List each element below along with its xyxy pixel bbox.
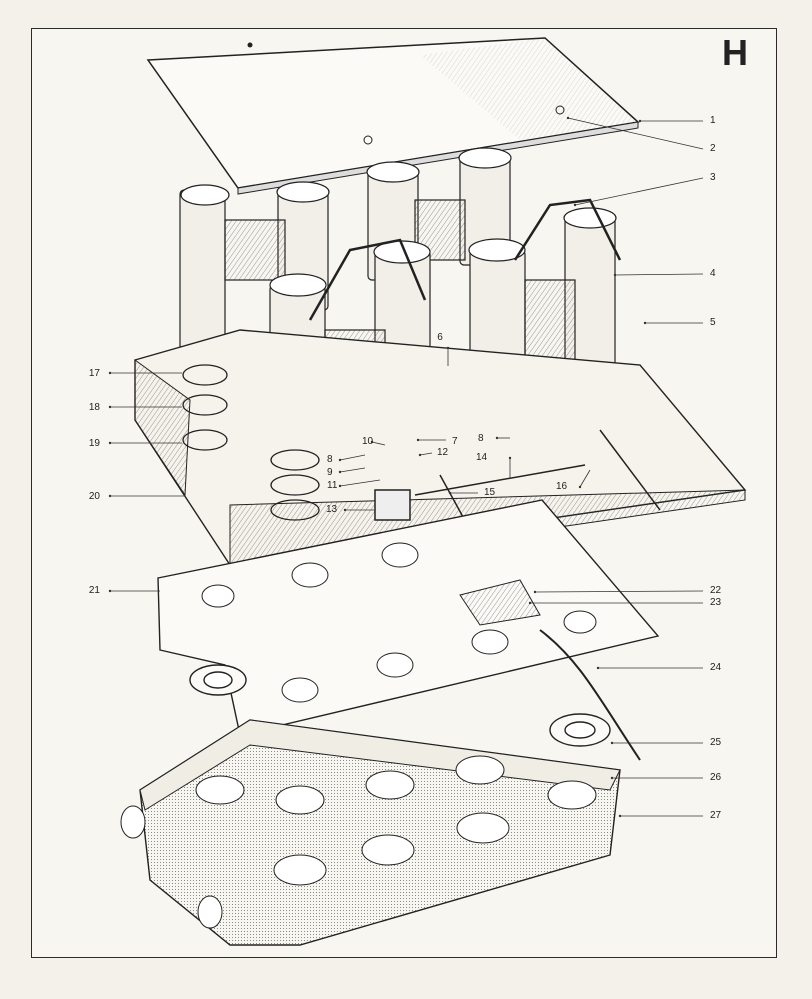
callout-leader-tip: [108, 494, 112, 498]
callout-number: 7: [452, 436, 458, 447]
callout-leader-tip: [338, 470, 342, 474]
callout-leader-tip: [338, 458, 342, 462]
callout-number: 2: [710, 143, 716, 154]
callout-number: 18: [89, 402, 101, 413]
callout-number: 3: [710, 172, 716, 183]
callout-leader-tip: [338, 484, 342, 488]
callout-leader-tip: [495, 436, 499, 440]
callout-leader-tip: [618, 814, 622, 818]
callout-leader-tip: [370, 440, 374, 444]
callout-leader-tip: [533, 590, 537, 594]
callout-leader-tip: [528, 601, 532, 605]
callout-leader-tip: [613, 273, 617, 277]
callout-leader-tip: [108, 405, 112, 409]
callout-leader-tip: [573, 203, 577, 207]
callout-leader-tip: [610, 776, 614, 780]
callout-leader-line: [339, 467, 366, 473]
callout-leader-tip: [638, 119, 642, 123]
callout-number: 19: [89, 438, 101, 449]
callout-leader-tip: [108, 371, 112, 375]
callout-leader-tip: [508, 456, 512, 460]
callout-number: 14: [476, 452, 488, 463]
callout-number: 9: [327, 467, 333, 478]
callout-leader-tip: [416, 438, 420, 442]
callout-number: 5: [710, 317, 716, 328]
callout-leader-tip: [448, 491, 452, 495]
callout-number: 26: [710, 772, 722, 783]
callout-number: 12: [437, 447, 449, 458]
throttle-linkage: [374, 429, 661, 549]
callout-number: 13: [326, 504, 338, 515]
callout-number: 6: [437, 332, 443, 343]
callout-leader-line: [339, 479, 381, 487]
callout-leader-tip: [108, 441, 112, 445]
callout-leader-line: [371, 441, 386, 446]
callout-number: 8: [327, 454, 333, 465]
callout-number: 24: [710, 662, 722, 673]
callout-number: 20: [89, 491, 101, 502]
callout-leader-tip: [418, 453, 422, 457]
callout-number: 8: [478, 433, 484, 444]
callout-number: 10: [362, 436, 374, 447]
callout-number: 15: [484, 487, 496, 498]
callout-number: 17: [89, 368, 101, 379]
flange-gaskets: [189, 664, 611, 747]
callout-number: 4: [710, 268, 716, 279]
section-letter: H: [722, 32, 748, 73]
throttle-cable: [539, 629, 641, 761]
callout-leader-tip: [610, 741, 614, 745]
callout-leader-line: [579, 469, 591, 488]
inlet-manifold: [120, 719, 621, 946]
callout-leader-tip: [343, 508, 347, 512]
callout-number: 1: [710, 115, 716, 126]
callout-number: 27: [710, 810, 722, 821]
callout-leader-line: [614, 273, 704, 276]
callout-leader-tip: [578, 485, 582, 489]
callout-leader-line: [419, 452, 433, 456]
callout-leader-tip: [566, 116, 570, 120]
callout-leader-line: [534, 590, 704, 593]
callout-number: 21: [89, 585, 101, 596]
callout-number: 11: [327, 480, 338, 491]
sealing-ring-stacks: [182, 364, 320, 521]
callout-leader-tip: [596, 666, 600, 670]
callout-leader-line: [339, 454, 366, 461]
air-box-lid: [146, 37, 640, 195]
callout-number: 25: [710, 737, 722, 748]
callout-number: 22: [710, 585, 722, 596]
callout-leader-tip: [643, 321, 647, 325]
callout-leader-line: [567, 117, 704, 150]
callout-leader-line: [574, 177, 704, 206]
callout-leader-tip: [108, 589, 112, 593]
callout-leader-tip: [446, 346, 450, 350]
callout-number: 23: [710, 597, 722, 608]
callout-number: 16: [556, 481, 568, 492]
gasket-plate: [157, 499, 660, 736]
